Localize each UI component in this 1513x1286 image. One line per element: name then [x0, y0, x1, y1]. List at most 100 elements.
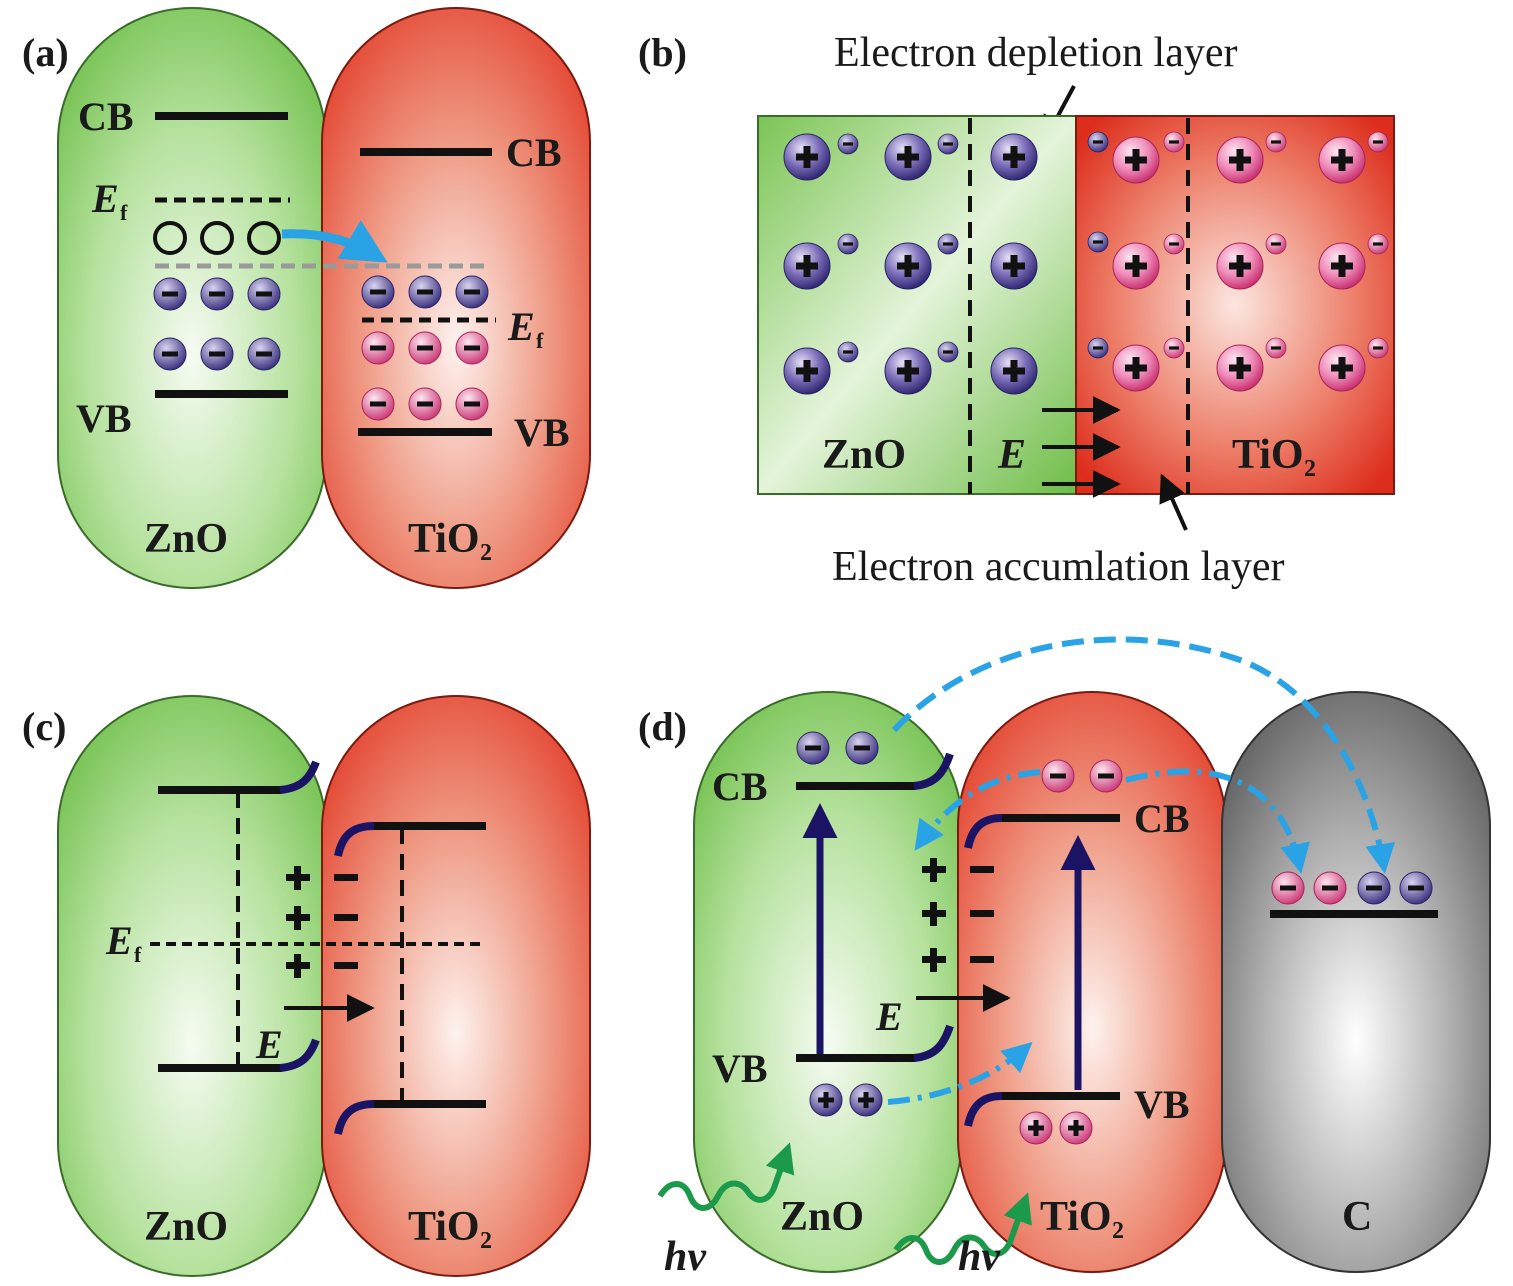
tio2-ef-label-a: E: [507, 304, 535, 349]
photon-arrow-zno: [657, 1142, 795, 1211]
electron-d-4: [1089, 759, 1123, 793]
tio2-sub-d: 2: [1112, 1218, 1124, 1244]
field-label-d: E: [875, 994, 903, 1039]
electron-d-1: [796, 731, 830, 765]
tio2-to-carbon-transfer: [1125, 768, 1310, 874]
tio2-body-a: [321, 7, 591, 589]
electron-a-12: [455, 331, 489, 365]
ion-b-12: [1318, 136, 1366, 184]
tio2-sub-c: 2: [480, 1228, 492, 1254]
field-label-b: E: [997, 432, 1026, 478]
ion-b-15: [1318, 242, 1366, 290]
zno-body-c: [57, 695, 327, 1277]
electron-d-5: [1271, 871, 1305, 905]
space-charge-d: [922, 858, 994, 972]
zno-label-a: ZnO: [144, 516, 228, 562]
depletion-layer-label: Electron depletion layer: [834, 30, 1238, 76]
ion-b-10-electron: [1163, 131, 1185, 153]
zno-cb-label-a: CB: [78, 94, 134, 139]
tio2-label-a: TiO: [408, 516, 480, 562]
tio2-vb-label-d: VB: [1134, 1082, 1190, 1127]
electron-a-10: [361, 331, 395, 365]
photon-arrow-tio2: [893, 1192, 1032, 1265]
panel-c: (c) E f E ZnO TiO 2: [22, 695, 591, 1277]
electron-a-6: [247, 337, 281, 371]
tio2-label-c: TiO: [408, 1204, 480, 1250]
electron-a-7: [361, 275, 395, 309]
zno-vb-label-d: VB: [712, 1046, 768, 1091]
electron-transfer-arrow-a: [281, 220, 388, 263]
electron-d-8: [1399, 871, 1433, 905]
zno-ef-label-a: E: [91, 176, 119, 221]
photon-label-zno: hv: [664, 1234, 707, 1280]
panel-b-label: (b): [638, 30, 687, 75]
ion-b-10: [1112, 136, 1160, 184]
space-charge-c: [286, 866, 358, 978]
accum-electron-b-1: [1087, 131, 1109, 153]
panel-a: (a) CB E f VB CB E f: [22, 7, 591, 589]
zno-label-c: ZnO: [144, 1204, 228, 1250]
ion-b-5-electron: [937, 233, 959, 255]
ion-b-12-electron: [1367, 131, 1389, 153]
tio2-label-d: TiO: [1040, 1194, 1112, 1240]
electron-a-15: [455, 387, 489, 421]
zno-cb-label-d: CB: [712, 764, 768, 809]
tio2-cb-label-a: CB: [506, 130, 562, 175]
panel-c-label: (c): [22, 704, 66, 749]
ion-b-13-electron: [1163, 233, 1185, 255]
photon-label-tio2: hv: [958, 1234, 1001, 1280]
zno-ef-sub-a: f: [120, 200, 128, 225]
hole-d-2: [849, 1083, 883, 1117]
accumulation-layer-label: Electron accumlation layer: [832, 544, 1284, 590]
zno-label-b: ZnO: [822, 432, 906, 478]
tio2-to-zno-electron-transfer: [914, 769, 1041, 851]
electron-a-2: [200, 277, 234, 311]
ion-b-18: [1318, 344, 1366, 392]
ion-b-3: [990, 133, 1038, 181]
ion-b-11-electron: [1265, 131, 1287, 153]
panel-b: (b) Electron depletion layer: [638, 30, 1395, 590]
field-label-c: E: [255, 1022, 283, 1067]
hole-d-3: [1019, 1111, 1053, 1145]
ion-b-16-electron: [1163, 337, 1185, 359]
ion-b-4: [783, 242, 831, 290]
zno-label-d: ZnO: [780, 1194, 864, 1240]
panel-d: (d) CB VB CB VB: [638, 636, 1491, 1280]
ion-b-13: [1112, 242, 1160, 290]
electron-a-3: [247, 277, 281, 311]
ion-b-11: [1216, 136, 1264, 184]
hole-d-4: [1059, 1111, 1093, 1145]
electron-d-2: [845, 731, 879, 765]
electron-a-5: [200, 337, 234, 371]
ion-b-2-electron: [937, 133, 959, 155]
electron-a-1: [153, 277, 187, 311]
ion-b-8-electron: [937, 341, 959, 363]
electron-a-8: [408, 275, 442, 309]
zno-to-tio2-hole-transfer: [887, 1042, 1033, 1105]
ion-b-17: [1216, 344, 1264, 392]
tio2-sub-a: 2: [480, 540, 492, 566]
tio2-cb-label-d: CB: [1134, 796, 1190, 841]
tio2-vb-label-a: VB: [514, 410, 570, 455]
tio2-label-b: TiO: [1232, 432, 1304, 478]
ion-b-7: [783, 347, 831, 395]
ion-b-5: [884, 242, 932, 290]
zno-vb-label-a: VB: [76, 396, 132, 441]
carbon-label-d: C: [1342, 1194, 1372, 1240]
ion-b-16: [1112, 344, 1160, 392]
ion-b-8: [884, 347, 932, 395]
panel-d-label: (d): [638, 704, 687, 749]
hole-d-1: [809, 1083, 843, 1117]
ion-b-1-electron: [837, 133, 859, 155]
ion-b-6: [990, 242, 1038, 290]
ion-b-1: [783, 133, 831, 181]
ion-b-7-electron: [837, 341, 859, 363]
empty-states-a: [153, 221, 281, 255]
electron-a-4: [153, 337, 187, 371]
ion-b-14: [1216, 242, 1264, 290]
electron-d-3: [1041, 759, 1075, 793]
ion-b-18-electron: [1367, 337, 1389, 359]
carbon-body-d: [1221, 691, 1491, 1273]
electron-d-6: [1313, 871, 1347, 905]
